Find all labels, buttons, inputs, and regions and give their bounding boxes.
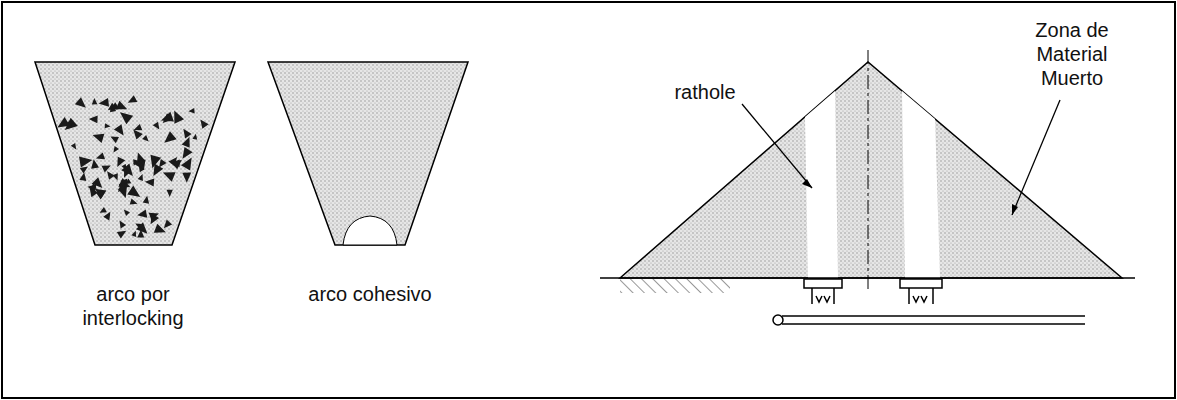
feeders <box>804 279 942 304</box>
particle <box>171 156 183 167</box>
particle <box>183 128 192 138</box>
arrowhead <box>802 179 812 188</box>
particle <box>79 173 90 184</box>
particle <box>103 123 111 131</box>
conveyor-pulley <box>773 315 783 325</box>
particle <box>90 159 101 171</box>
particle <box>101 165 111 173</box>
particle <box>137 230 147 241</box>
caption-label: arco cohesivo <box>295 282 445 306</box>
arrowhead <box>1012 204 1018 215</box>
particle <box>99 96 112 108</box>
particle <box>128 198 138 208</box>
particle <box>131 231 139 239</box>
particle <box>178 145 193 159</box>
particle <box>146 212 159 225</box>
particle <box>153 122 160 130</box>
particle <box>161 110 175 122</box>
particle <box>76 155 93 170</box>
particle <box>100 207 107 213</box>
particle <box>113 154 126 167</box>
particle <box>137 174 146 183</box>
particle <box>164 187 173 197</box>
particle <box>113 124 123 136</box>
rathole-channel <box>902 91 940 278</box>
particle <box>137 207 149 218</box>
hopper-interlocking <box>35 62 235 245</box>
particle <box>145 151 162 168</box>
particle <box>89 112 101 124</box>
particle <box>90 177 102 190</box>
particle <box>80 166 89 173</box>
particle <box>120 220 127 228</box>
particle <box>116 183 126 192</box>
particle <box>181 137 195 150</box>
particle <box>91 98 99 107</box>
particle <box>200 119 209 129</box>
ground-line <box>600 277 1135 279</box>
particle <box>103 212 114 222</box>
particle <box>120 108 135 125</box>
particle <box>151 223 166 238</box>
particle <box>142 196 152 206</box>
particle <box>117 231 127 239</box>
particle <box>96 151 106 160</box>
centerline <box>868 50 869 292</box>
particle <box>120 163 133 178</box>
conveyor <box>782 323 1085 325</box>
particle <box>124 178 131 184</box>
particle <box>141 135 148 143</box>
particle <box>173 111 185 125</box>
particle <box>134 123 143 131</box>
cohesive-arch <box>343 216 397 245</box>
particle <box>192 134 200 142</box>
particle <box>133 128 143 140</box>
callout-label: rathole <box>650 80 760 104</box>
particle <box>179 169 192 183</box>
particle <box>128 95 138 103</box>
hopper-cohesive <box>268 62 468 245</box>
leader-line <box>1012 100 1060 215</box>
particle <box>180 158 197 174</box>
particle <box>188 106 196 114</box>
particle <box>71 143 77 150</box>
particle <box>93 129 108 144</box>
ground-hatch <box>620 279 730 293</box>
particles <box>57 95 209 240</box>
particle <box>145 175 158 187</box>
particle <box>73 97 86 111</box>
stockpile <box>620 62 1122 278</box>
particle <box>110 133 120 144</box>
caption-label: arco por interlocking <box>58 282 208 330</box>
callout-label: Zona de Material Muerto <box>1017 18 1127 90</box>
particle <box>125 185 140 202</box>
leader-line <box>742 104 812 188</box>
particle <box>133 155 150 171</box>
particle <box>111 145 119 153</box>
particle <box>57 117 70 128</box>
particle <box>107 170 115 180</box>
particle <box>163 166 179 182</box>
conveyor <box>782 315 1085 317</box>
particle <box>162 130 177 143</box>
particle <box>124 208 131 216</box>
particle <box>162 218 173 228</box>
particle <box>161 112 173 123</box>
